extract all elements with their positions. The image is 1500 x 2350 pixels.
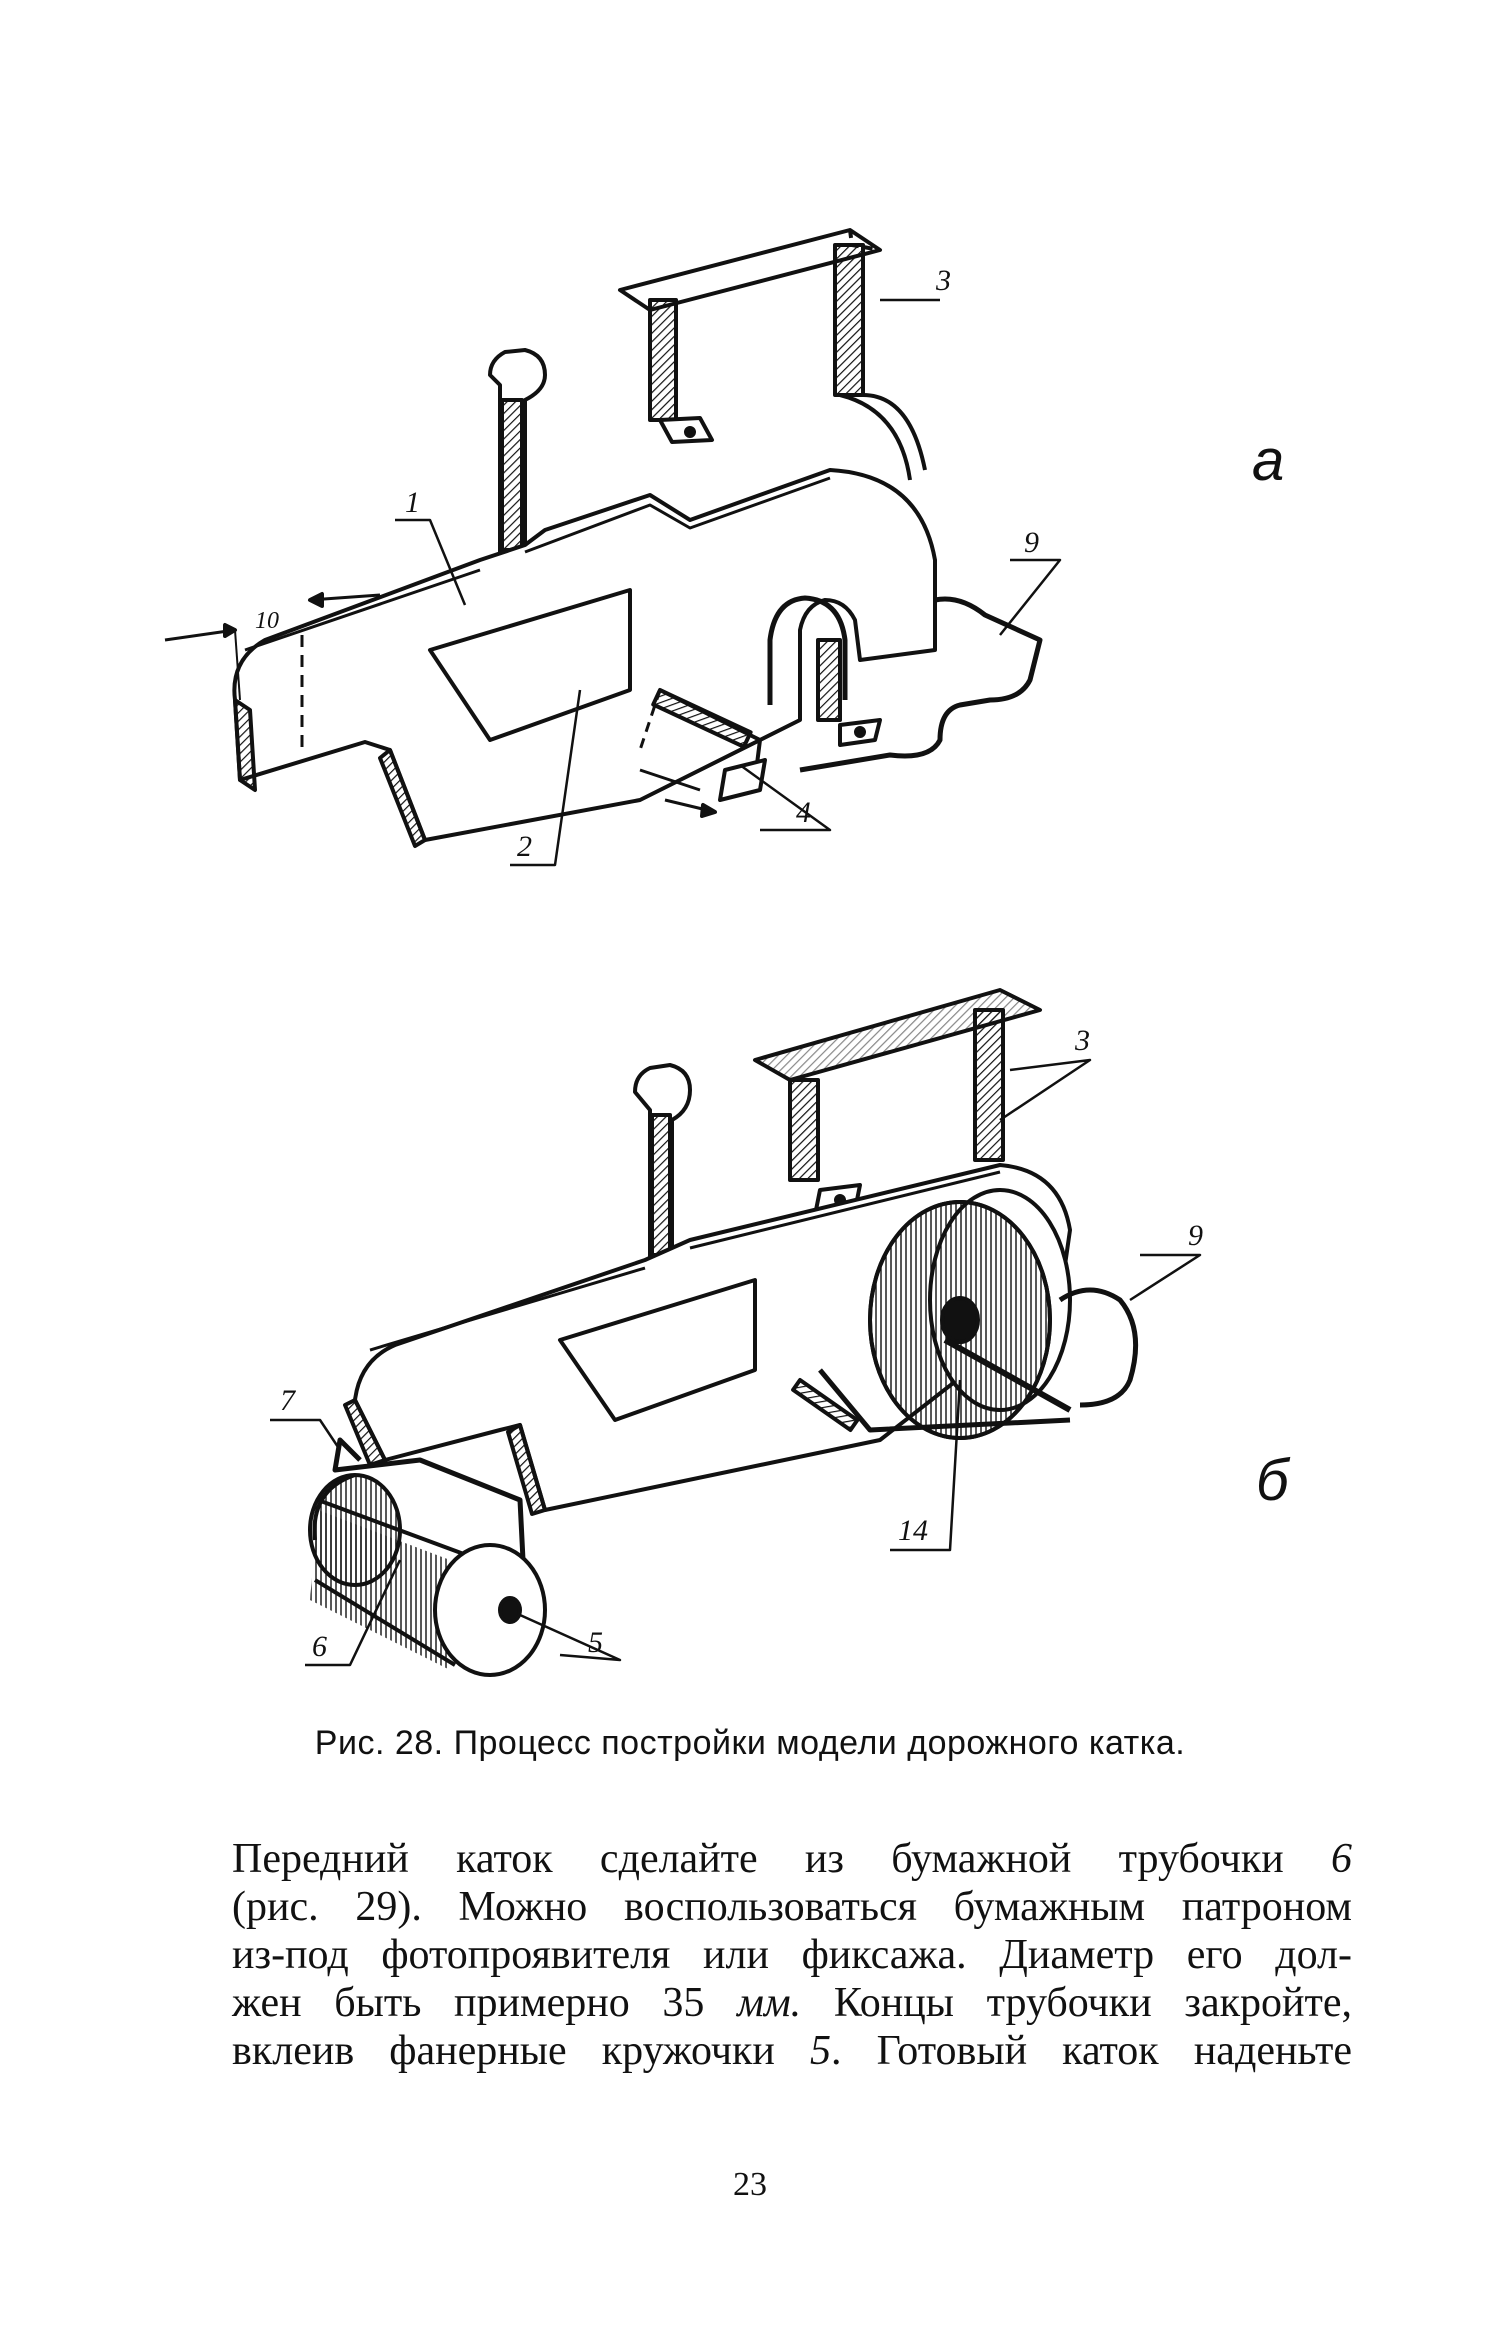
text-run: Концы трубочки закройте, bbox=[801, 1980, 1352, 2026]
body-line: из-под фотопроявителя или фиксажа. Диаме… bbox=[232, 1931, 1352, 1979]
callout-a-3: 3 bbox=[935, 264, 951, 297]
panel-b-label: б bbox=[1256, 1448, 1291, 1513]
text-run-italic: мм. bbox=[737, 1980, 802, 2026]
callout-a-4: 4 bbox=[796, 796, 811, 829]
text-run: . Готовый каток наденьте bbox=[831, 2028, 1352, 2074]
text-run: (рис. 29). Можно воспользоваться бумажны… bbox=[232, 1884, 1352, 1930]
text-run: вклеив фанерные кружочки bbox=[232, 2028, 811, 2074]
callout-a-9: 9 bbox=[1024, 526, 1039, 559]
callout-b-9: 9 bbox=[1188, 1219, 1203, 1252]
callout-b-7: 7 bbox=[280, 1384, 297, 1417]
callout-a-2: 2 bbox=[517, 830, 532, 863]
text-run-italic: 5 bbox=[810, 2028, 832, 2074]
drawing-panel-a bbox=[164, 228, 1062, 867]
callout-b-14: 14 bbox=[898, 1514, 928, 1547]
callout-b-5: 5 bbox=[588, 1626, 603, 1659]
figure-28: 1 2 3 4 9 10 а bbox=[164, 228, 1291, 1677]
page-number: 23 bbox=[733, 2166, 767, 2203]
text-run: Передний каток сделайте из бумажной труб… bbox=[232, 1836, 1331, 1882]
text-run-italic: 6 bbox=[1331, 1836, 1352, 1882]
body-line: Передний каток сделайте из бумажной труб… bbox=[232, 1835, 1352, 1883]
drawing-panel-b bbox=[270, 988, 1202, 1677]
callout-b-6: 6 bbox=[312, 1630, 327, 1663]
callout-a-1: 1 bbox=[405, 486, 420, 519]
figure-caption: Рис. 28. Процесс постройки модели дорожн… bbox=[314, 1724, 1186, 1762]
body-line: жен быть примерно 35 мм. Концы трубочки … bbox=[232, 1979, 1352, 2027]
text-run: из-под фотопроявителя или фиксажа. Диаме… bbox=[232, 1932, 1352, 1978]
text-run: жен быть примерно 35 bbox=[232, 1980, 738, 2026]
panel-a-label: а bbox=[1252, 428, 1284, 493]
callout-a-10: 10 bbox=[255, 608, 279, 634]
body-paragraph: Передний каток сделайте из бумажной труб… bbox=[232, 1835, 1352, 2075]
body-line: вклеив фанерные кружочки 5. Готовый като… bbox=[232, 2027, 1352, 2075]
body-line: (рис. 29). Можно воспользоваться бумажны… bbox=[232, 1883, 1352, 1931]
callout-b-3: 3 bbox=[1074, 1024, 1090, 1057]
